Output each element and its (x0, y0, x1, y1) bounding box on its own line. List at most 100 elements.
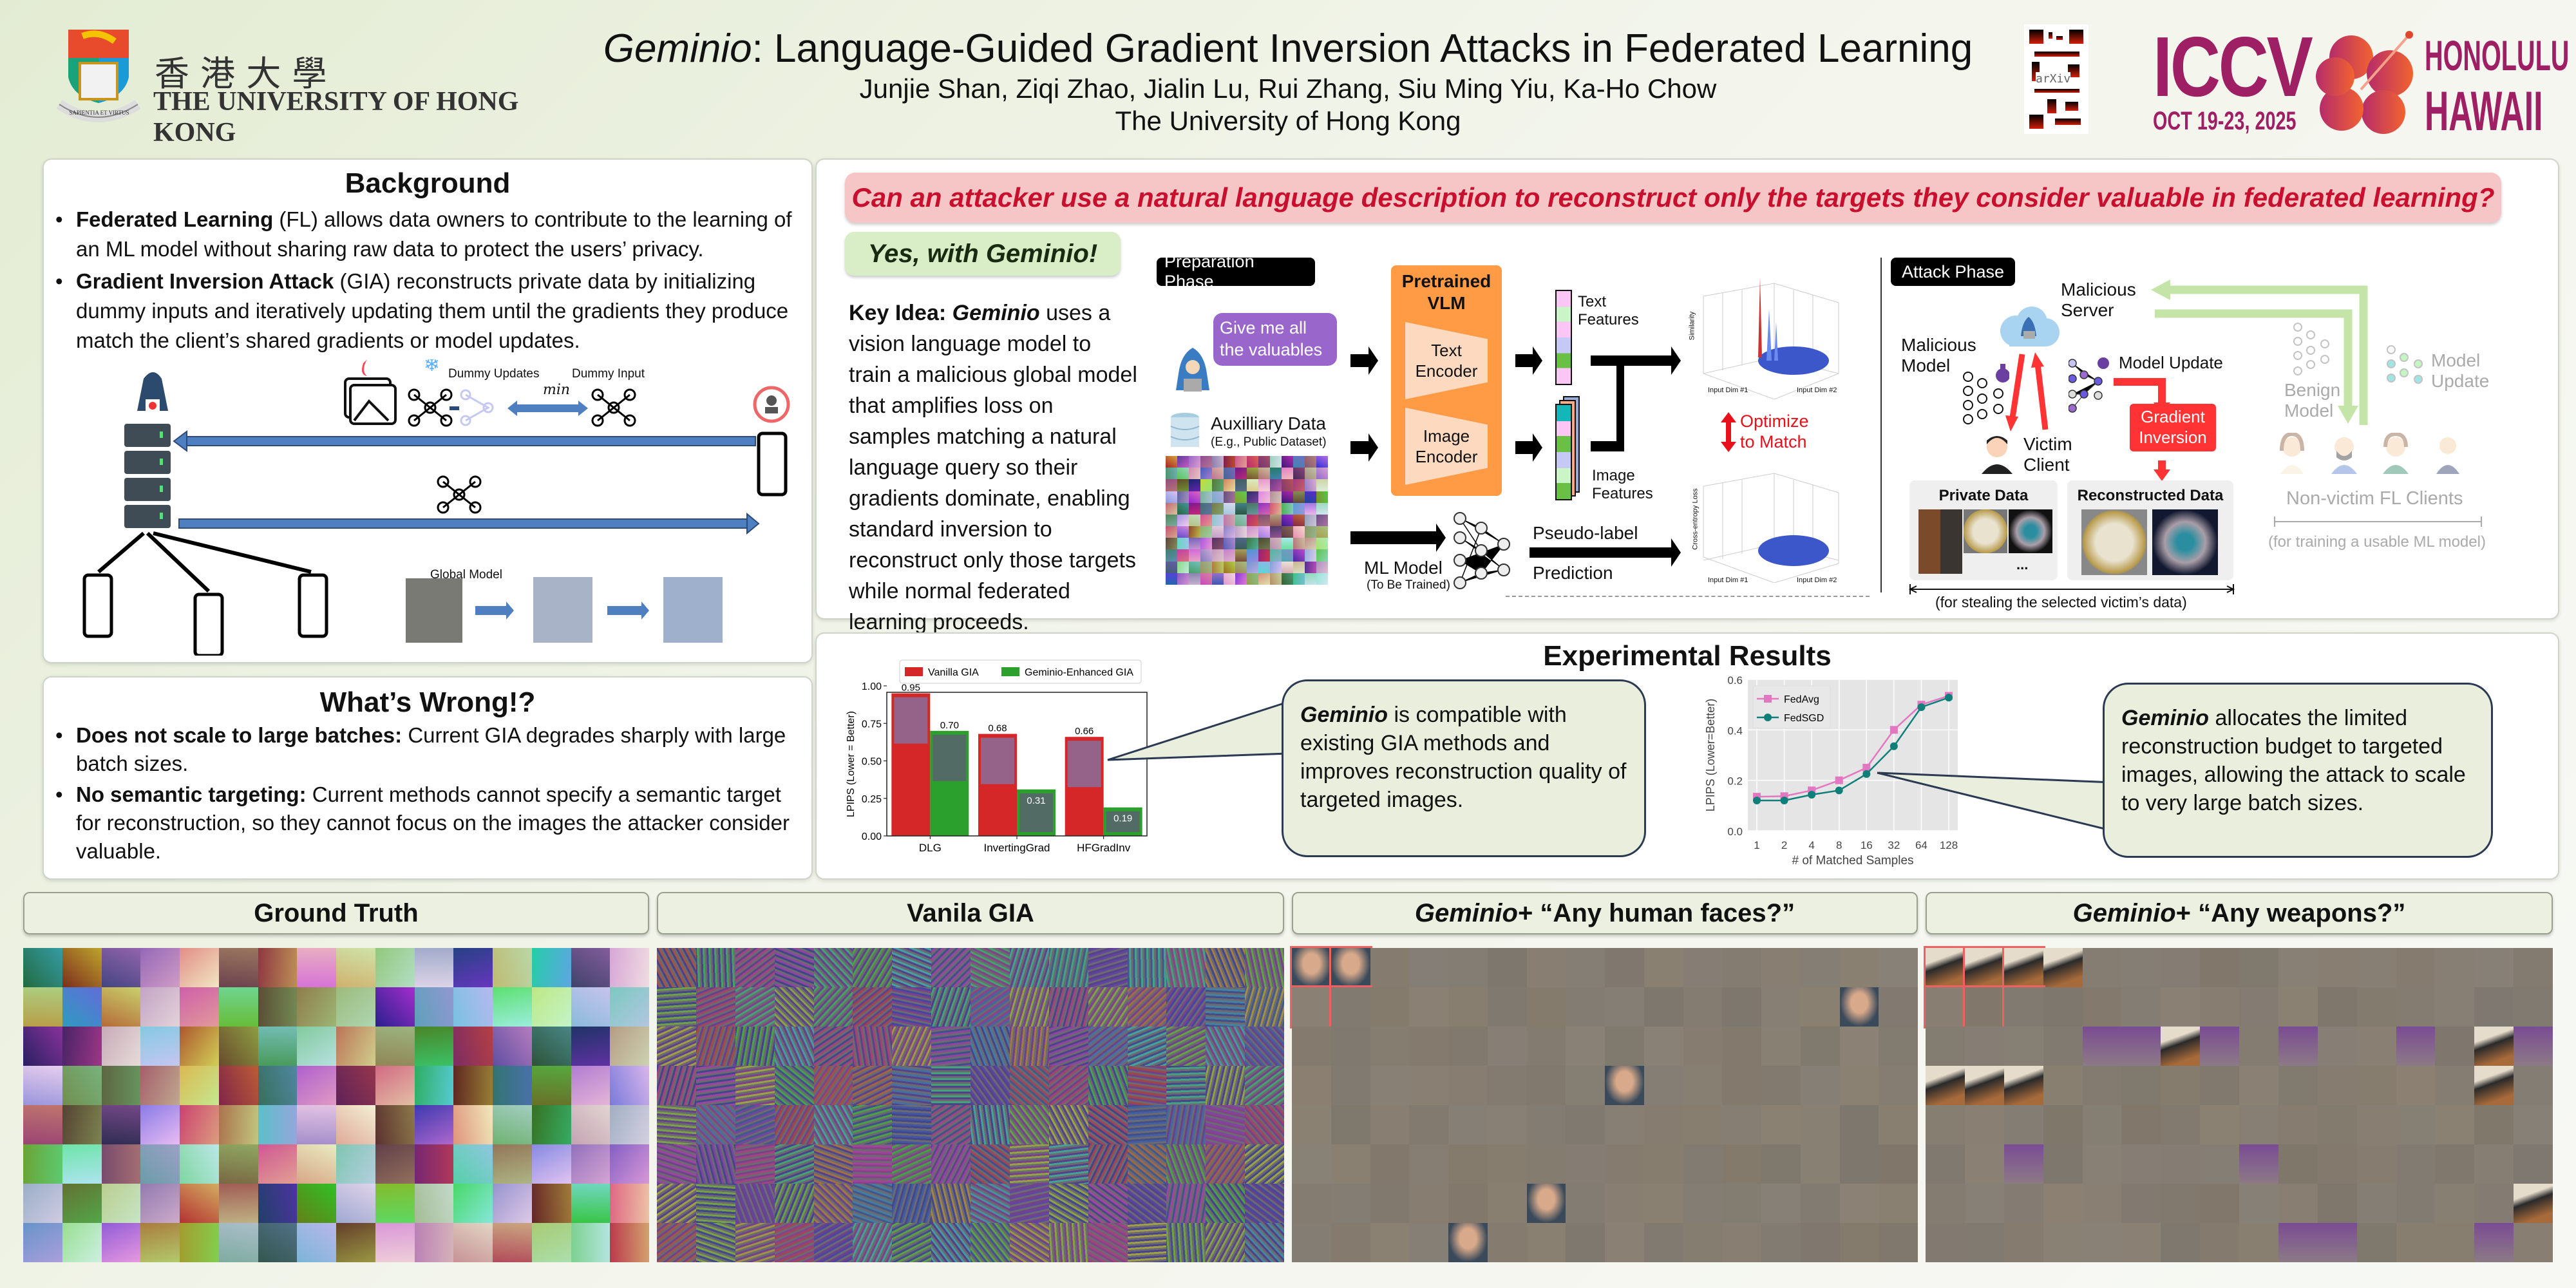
image-tile (1200, 479, 1212, 491)
image-tile (2239, 1184, 2278, 1223)
x-tick-label: 4 (1808, 839, 1814, 851)
image-tile (1370, 987, 1410, 1027)
image-tile (931, 987, 971, 1027)
image-tile (610, 1027, 649, 1066)
image-tile (218, 1184, 258, 1223)
image-tile (1761, 987, 1801, 1027)
image-tile (774, 1066, 814, 1105)
bar-value-label: 0.31 (1027, 795, 1045, 806)
image-tile (813, 1144, 853, 1184)
image-tile (453, 987, 493, 1027)
image-tile (1166, 561, 1177, 573)
image-tile (1316, 456, 1328, 468)
header-geminio: Geminio (2072, 898, 2176, 927)
callout2-geminio: Geminio (2121, 706, 2210, 730)
image-tile (1370, 1184, 1410, 1223)
image-tile (1166, 987, 1206, 1027)
image-tile (2161, 948, 2201, 987)
image-tile (258, 1027, 298, 1066)
image-tile (1316, 479, 1328, 491)
image-tile (2278, 1105, 2318, 1144)
image-tile (2082, 987, 2122, 1027)
poster-title: Geminio: Language-Guided Gradient Invers… (580, 26, 1996, 71)
image-tile (1722, 987, 1761, 1027)
image-tile (1048, 1184, 1088, 1223)
image-tile (1683, 1144, 1723, 1184)
image-tile (1177, 468, 1189, 480)
image-tile (23, 948, 62, 987)
image-tile (2356, 1144, 2396, 1184)
university-name-en: THE UNIVERSITY OF HONG KONG (153, 87, 519, 147)
image-tile (23, 1144, 62, 1184)
image-tile (1247, 549, 1258, 562)
image-tile (1839, 987, 1879, 1027)
image-tile (813, 1027, 853, 1066)
image-tile (571, 987, 611, 1027)
image-tile (1643, 1027, 1683, 1066)
image-tile (2278, 1027, 2318, 1066)
image-tile (1270, 514, 1282, 527)
image-tile (1177, 456, 1189, 468)
image-tile (1224, 538, 1235, 550)
image-features-stack (1555, 396, 1581, 500)
image-tile (1224, 561, 1235, 573)
image-tile (2396, 1223, 2436, 1262)
y-tick-label: 0.0 (1727, 826, 1743, 838)
dim2-label-2: Input Dim #2 (1797, 576, 1837, 584)
image-tile (1448, 1066, 1488, 1105)
image-tile (1258, 491, 1270, 503)
image-tile (258, 1144, 298, 1184)
image-tile (1305, 561, 1316, 573)
image-tile (2043, 1144, 2083, 1184)
neural-net-icon (408, 388, 453, 427)
legend-marker (1764, 714, 1772, 721)
image-tile (1722, 1027, 1761, 1066)
image-tile (1926, 1223, 1965, 1262)
image-tile (1879, 1223, 1918, 1262)
image-tile (1526, 1066, 1566, 1105)
image-tile (2239, 1027, 2278, 1066)
image-tile (2003, 1184, 2043, 1223)
qr-code[interactable]: arXiv (2024, 24, 2088, 134)
dim2-label: Input Dim #2 (1797, 386, 1837, 394)
image-tile (931, 948, 971, 987)
image-tile (1177, 549, 1189, 562)
image-tile (571, 948, 611, 987)
image-tile (180, 1223, 219, 1262)
noise-image (406, 578, 462, 643)
image-tile (1605, 1184, 1644, 1223)
image-tile (258, 1105, 298, 1144)
image-tile (610, 948, 649, 987)
image-tile (1605, 1223, 1644, 1262)
image-tile (1370, 1105, 1410, 1144)
image-tile (2396, 1066, 2436, 1105)
image-tile (971, 987, 1010, 1027)
image-tile (1127, 1144, 1167, 1184)
image-tile (1409, 1223, 1448, 1262)
image-tile (1235, 561, 1247, 573)
image-tile (1189, 538, 1200, 550)
image-tile (1487, 1066, 1527, 1105)
image-tile (140, 1184, 180, 1223)
bar-inset-image (1067, 741, 1101, 788)
x-tick-label: DLG (919, 842, 942, 854)
image-tile (1048, 1223, 1088, 1262)
image-tile (1761, 1144, 1801, 1184)
image-tile (1290, 946, 1333, 989)
image-tile (1189, 456, 1200, 468)
callout1-geminio: Geminio (1300, 703, 1388, 727)
image-tile (1206, 1105, 1245, 1144)
image-tile (735, 1184, 775, 1223)
qr-code-icon (2029, 30, 2083, 129)
y-tick-label: 0.50 (862, 757, 882, 768)
bullet-scale: Does not scale to large batches: Current… (53, 721, 800, 778)
image-tile (1088, 1105, 1128, 1144)
image-tile (657, 1184, 696, 1223)
image-tile (1566, 1027, 1605, 1066)
image-tile (1292, 1105, 1331, 1144)
image-tile (1331, 1105, 1370, 1144)
image-tile (1926, 1144, 1965, 1184)
victim-client-label: Victim Client (2023, 434, 2072, 475)
image-tile (2278, 1066, 2318, 1105)
